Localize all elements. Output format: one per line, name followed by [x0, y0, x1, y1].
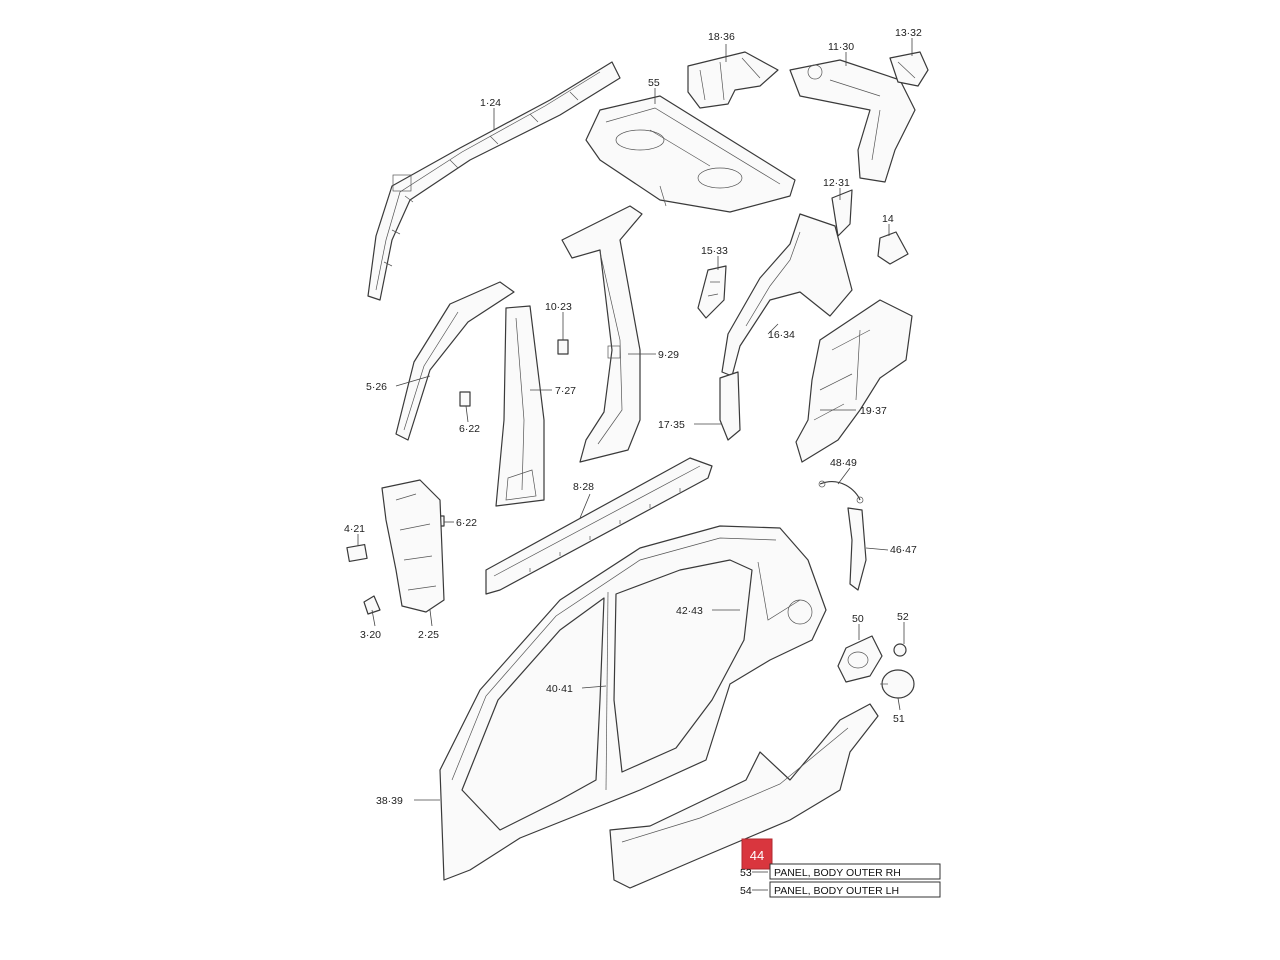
legend-item-54-text: PANEL, BODY OUTER LH	[774, 885, 899, 897]
label-50: 50	[852, 613, 864, 625]
part-fuel-filler-housing	[837, 635, 883, 683]
label-13-32: 13·32	[895, 27, 922, 39]
part-extension-17-35	[719, 371, 741, 441]
label-14: 14	[882, 213, 894, 225]
part-clip-10-23	[557, 339, 569, 355]
label-10-23: 10·23	[545, 301, 572, 313]
part-sill-outer	[609, 703, 879, 889]
label-51: 51	[893, 713, 905, 725]
label-42-43: 42·43	[676, 605, 703, 617]
label-11-30: 11·30	[828, 41, 854, 53]
part-gusset-15-33	[697, 265, 727, 319]
legend-item-54-box	[769, 881, 941, 898]
label-46-47: 46·47	[890, 544, 917, 556]
label-19-37: 19·37	[860, 405, 887, 417]
label-17-35: 17·35	[658, 419, 685, 431]
part-bracket-13-32	[889, 51, 929, 87]
part-front-pillar-upper	[395, 281, 515, 441]
part-hose-48-49	[818, 480, 864, 504]
label-16-34: 16·34	[768, 329, 795, 341]
part-roof-side-rail	[367, 61, 621, 301]
label-52: 52	[897, 611, 909, 623]
part-quarter-inner-upper	[789, 59, 916, 183]
part-center-pillar-inner	[561, 205, 643, 463]
label-1-24: 1·24	[480, 97, 501, 109]
label-9-29: 9·29	[658, 349, 679, 361]
label-40-41: 40·41	[546, 683, 573, 695]
label-38-39: 38·39	[376, 795, 403, 807]
label-18-36: 18·36	[708, 31, 735, 43]
part-clip-3-20	[363, 595, 381, 615]
part-44-badge-box	[741, 838, 773, 870]
label-3-20: 3·20	[360, 629, 381, 641]
part-wheelhouse-inner	[795, 299, 913, 463]
label-12-31: 12·31	[823, 177, 850, 189]
label-6-22-lower: 6·22	[456, 517, 477, 529]
label-48-49: 48·49	[830, 457, 857, 469]
part-rear-bracket	[687, 51, 779, 109]
part-bolt-52	[893, 643, 907, 657]
part-clip-6-22-upper	[459, 391, 471, 407]
label-7-27: 7·27	[555, 385, 576, 397]
part-center-pillar-reinforcement	[495, 305, 545, 507]
legend-item-54-number: 54	[740, 885, 752, 897]
label-2-25: 2·25	[418, 629, 439, 641]
part-body-side-outer	[439, 525, 827, 881]
part-plate-4-21	[346, 543, 368, 563]
part-front-pillar-lower	[381, 479, 445, 613]
legend-item-53-text: PANEL, BODY OUTER RH	[774, 867, 901, 879]
part-44-badge[interactable]: 44	[741, 838, 773, 870]
part-wheelhouse-outer	[721, 213, 853, 377]
part-strip-12-31	[831, 189, 853, 237]
label-15-33: 15·33	[701, 245, 728, 257]
label-8-28: 8·28	[573, 481, 594, 493]
part-clip-14	[877, 231, 909, 265]
label-5-26: 5·26	[366, 381, 387, 393]
part-package-tray	[585, 95, 796, 213]
legend-item-53-number: 53	[740, 867, 752, 879]
label-55: 55	[648, 77, 660, 89]
label-6-22-upper: 6·22	[459, 423, 480, 435]
callout-labels: 1·24 18·36 55 11·30 13·32 12·31 14 15·33…	[344, 27, 922, 807]
part-44-badge-number: 44	[750, 848, 764, 863]
part-side-sill-inner	[485, 457, 713, 595]
leader-lines	[357, 38, 913, 891]
part-bracket-46-47	[847, 507, 867, 591]
part-fuel-door	[880, 669, 915, 699]
legend-item-53-box	[769, 863, 941, 880]
legend: 53 PANEL, BODY OUTER RH 54 PANEL, BODY O…	[740, 863, 941, 898]
label-4-21: 4·21	[344, 523, 365, 535]
